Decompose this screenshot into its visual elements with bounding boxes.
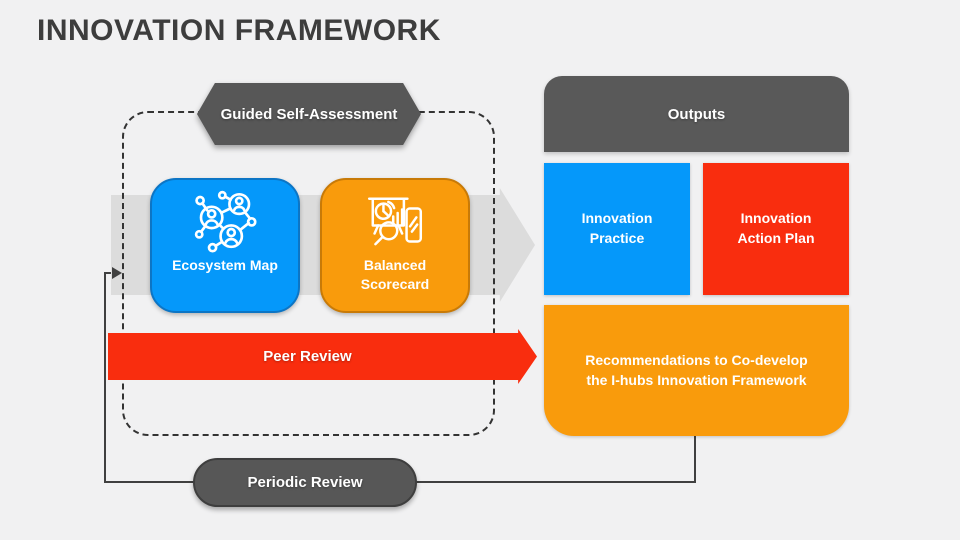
tool-label-balanced-scorecard: Balanced Scorecard: [360, 257, 430, 292]
peer-review-label: Peer Review: [263, 348, 352, 365]
periodic-review-label: Periodic Review: [247, 474, 363, 491]
output-card-recommendations: Recommendations to Co-develop the I-hubs…: [544, 305, 849, 436]
output-card-label: Recommendations to Co-develop the I-hubs…: [585, 351, 808, 388]
tool-box-ecosystem-map: Ecosystem Map: [150, 178, 300, 313]
feedback-line-right-vertical: [694, 436, 696, 483]
output-card-innovation-practice: Innovation Practice: [544, 163, 690, 295]
tool-box-balanced-scorecard: Balanced Scorecard: [320, 178, 470, 313]
output-card-innovation-action-plan: Innovation Action Plan: [703, 163, 849, 295]
feedback-line-left-stub: [104, 272, 114, 274]
periodic-review-badge: Periodic Review: [193, 458, 417, 507]
tool-label-ecosystem-map: Ecosystem Map: [172, 257, 278, 273]
outputs-header-label: Outputs: [667, 105, 726, 123]
feedback-arrowhead-icon: [112, 267, 122, 279]
output-card-label: Innovation Practice: [581, 210, 653, 246]
feedback-line-left-vertical: [104, 272, 106, 483]
peer-review-arrow: Peer Review: [108, 329, 537, 384]
ecosystem-network-icon: [192, 189, 258, 253]
guided-self-assessment-badge: Guided Self-Assessment: [197, 83, 421, 145]
outputs-header: Outputs: [544, 76, 849, 152]
balanced-scorecard-icon: [362, 189, 428, 253]
page-title: INNOVATION FRAMEWORK: [37, 14, 441, 47]
output-card-label: Innovation Action Plan: [737, 210, 815, 246]
guided-self-assessment-label: Guided Self-Assessment: [197, 83, 421, 145]
